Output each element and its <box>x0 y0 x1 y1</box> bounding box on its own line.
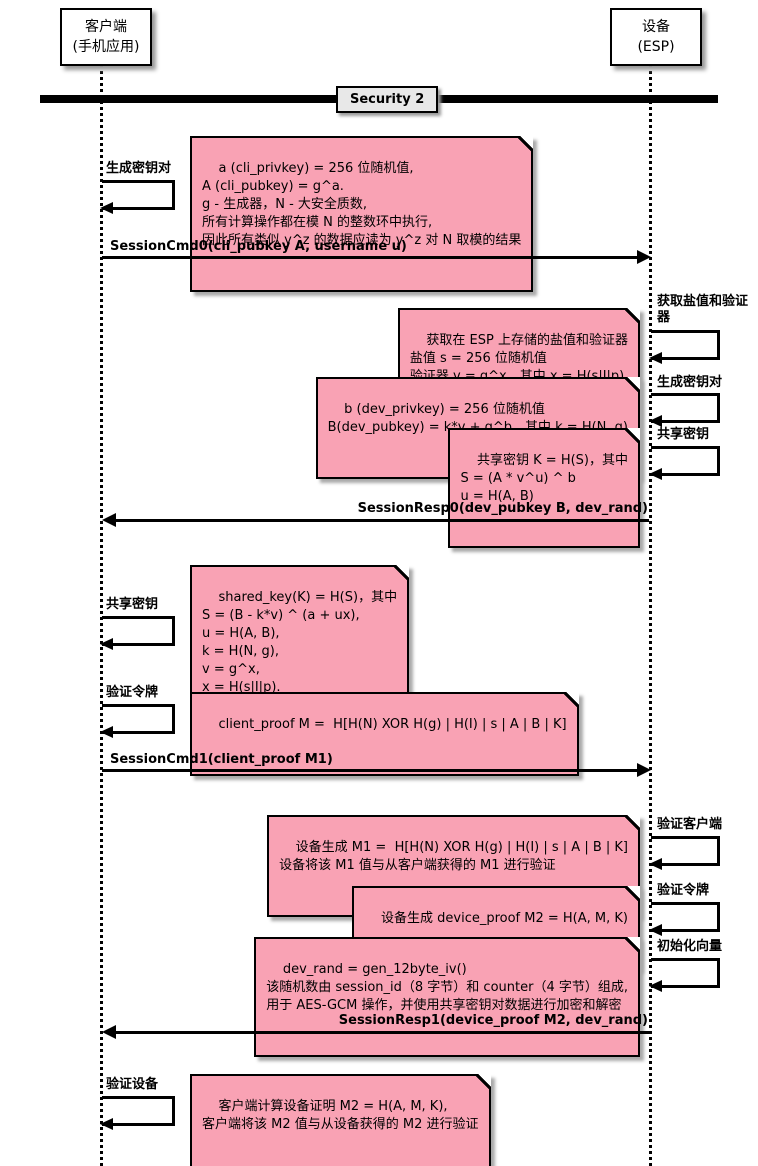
message-session-resp1: SessionResp1(device_proof M2, dev_rand) <box>338 1013 648 1028</box>
note-text: 设备生成 device_proof M2 = H(A, M, K) <box>381 911 628 926</box>
arrowhead-left-icon <box>649 924 662 936</box>
self-msg-arrow <box>649 958 720 992</box>
note-fold-corner-icon <box>394 565 410 580</box>
participant-device-subtitle: (ESP) <box>637 39 675 55</box>
self-msg-label-obtain-salt-verifier: 获取盐值和验证器 <box>657 294 749 325</box>
arrowhead-left-icon <box>100 726 113 738</box>
arrowhead-left-icon <box>102 1025 116 1039</box>
message-line <box>102 256 638 259</box>
message-line <box>116 1031 649 1034</box>
note-fold-corner-icon <box>625 308 640 323</box>
arrowhead-right-icon <box>637 763 651 777</box>
note-text: 共享密钥 K = H(S)，其中 S = (A * v^u) ^ b u = H… <box>460 453 628 504</box>
arrowhead-left-icon <box>100 202 113 214</box>
message-session-cmd0: SessionCmd0(cli_pubkey A, username u) <box>110 239 407 254</box>
note-text: 设备生成 M1 = H[H(N) XOR H(g) | H(I) | s | A… <box>279 840 628 873</box>
note-client-verify-device: 客户端计算设备证明 M2 = H(A, M, K), 客户端将该 M2 值与从设… <box>190 1074 491 1166</box>
self-msg-label-client-verification-token: 验证令牌 <box>106 685 159 700</box>
self-msg-arrow <box>100 704 175 738</box>
participant-device-name: 设备 <box>642 19 670 35</box>
note-device-shared-key: 共享密钥 K = H(S)，其中 S = (A * v^u) ^ b u = H… <box>448 428 640 548</box>
note-text: dev_rand = gen_12byte_iv() 该随机数由 session… <box>266 962 628 1013</box>
self-msg-arrow <box>649 330 720 364</box>
arrowhead-left-icon <box>100 638 113 650</box>
device-lifeline <box>649 64 652 1166</box>
self-msg-label-device-generate-keypair: 生成密钥对 <box>657 375 723 390</box>
self-msg-label-verify-device: 验证设备 <box>106 1077 159 1092</box>
message-session-cmd1: SessionCmd1(client_proof M1) <box>110 752 333 767</box>
note-text: shared_key(K) = H(S)，其中 S = (B - k*v) ^ … <box>202 590 398 695</box>
note-text: 获取在 ESP 上存储的盐值和验证器 盐值 s = 256 位随机值 验证器 v… <box>409 333 628 384</box>
participant-client-name: 客户端 <box>85 19 127 35</box>
self-msg-arrow <box>649 393 720 427</box>
note-fold-corner-icon <box>475 1074 491 1089</box>
self-msg-arrow <box>100 616 175 650</box>
self-msg-arrow <box>649 836 720 870</box>
arrowhead-left-icon <box>649 415 662 427</box>
self-msg-arrow <box>649 446 720 480</box>
self-msg-label-generate-keypair: 生成密钥对 <box>106 161 172 176</box>
arrowhead-left-icon <box>649 468 662 480</box>
note-fold-corner-icon <box>625 815 640 830</box>
note-fold-corner-icon <box>625 377 640 392</box>
note-text: client_proof M = H[H(N) XOR H(g) | H(I) … <box>218 717 567 732</box>
arrowhead-left-icon <box>100 1118 113 1130</box>
self-msg-label-device-shared-key: 共享密钥 <box>657 427 710 442</box>
participant-client-subtitle: (手机应用) <box>72 39 140 55</box>
note-device-init-vector: dev_rand = gen_12byte_iv() 该随机数由 session… <box>254 937 640 1057</box>
message-line <box>116 519 649 522</box>
note-client-proof: client_proof M = H[H(N) XOR H(g) | H(I) … <box>190 692 579 776</box>
arrowhead-left-icon <box>649 858 662 870</box>
note-client-keypair: a (cli_privkey) = 256 位随机值, A (cli_pubke… <box>190 136 534 292</box>
divider-label: Security 2 <box>336 86 439 113</box>
self-msg-label-client-shared-key: 共享密钥 <box>106 597 159 612</box>
self-msg-arrow <box>649 902 720 936</box>
note-text: 客户端计算设备证明 M2 = H(A, M, K), 客户端将该 M2 值与从设… <box>202 1099 479 1132</box>
self-msg-label-init-vector: 初始化向量 <box>657 939 723 954</box>
message-session-resp0: SessionResp0(dev_pubkey B, dev_rand) <box>357 501 648 516</box>
arrowhead-left-icon <box>649 352 662 364</box>
note-fold-corner-icon <box>625 428 640 443</box>
arrowhead-left-icon <box>649 980 662 992</box>
arrowhead-right-icon <box>637 250 651 264</box>
participant-client: 客户端 (手机应用) <box>60 8 152 66</box>
note-fold-corner-icon <box>625 937 640 952</box>
client-lifeline <box>100 64 103 1166</box>
participant-device: 设备 (ESP) <box>610 8 702 66</box>
self-msg-label-verify-client: 验证客户端 <box>657 817 723 832</box>
arrowhead-left-icon <box>102 513 116 527</box>
self-msg-label-device-verification-token: 验证令牌 <box>657 883 710 898</box>
self-msg-arrow <box>100 180 175 214</box>
note-fold-corner-icon <box>563 692 579 707</box>
message-line <box>102 769 638 772</box>
note-fold-corner-icon <box>625 886 640 901</box>
note-fold-corner-icon <box>518 136 534 151</box>
self-msg-arrow <box>100 1096 175 1130</box>
note-text: a (cli_privkey) = 256 位随机值, A (cli_pubke… <box>202 161 522 248</box>
